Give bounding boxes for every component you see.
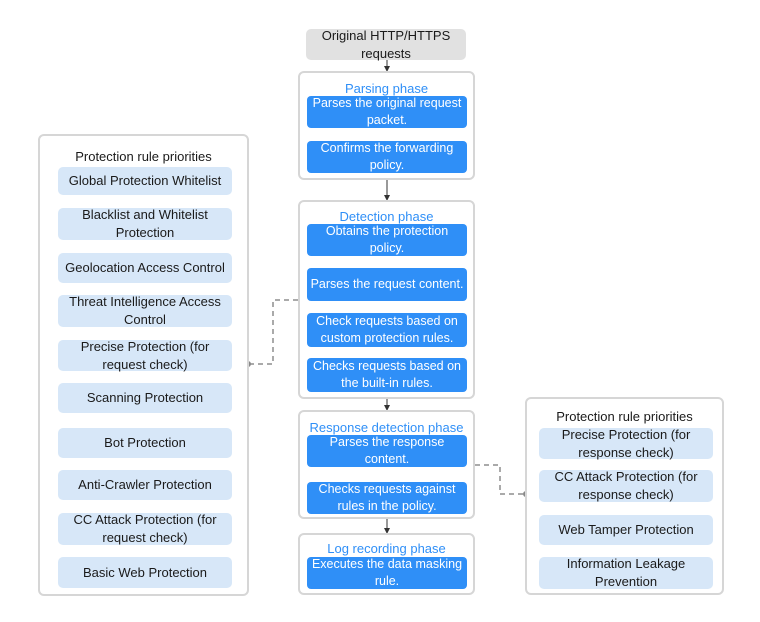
detection-step: Parses the request content. bbox=[307, 268, 467, 301]
log-phase-title: Log recording phase bbox=[327, 541, 446, 556]
parsing-step: Confirms the forwarding policy. bbox=[307, 141, 467, 173]
detection-step: Checks requests based on the built-in ru… bbox=[307, 358, 467, 392]
right-rule-item: Web Tamper Protection bbox=[539, 515, 713, 545]
right-rule-item: CC Attack Protection (for response check… bbox=[539, 469, 713, 502]
left-rule-item: Anti-Crawler Protection bbox=[58, 470, 232, 500]
left-rule-item: Blacklist and Whitelist Protection bbox=[58, 207, 232, 240]
response-phase-title: Response detection phase bbox=[309, 420, 464, 435]
left-rule-item: Precise Protection (for request check) bbox=[58, 339, 232, 372]
left-rule-item: Basic Web Protection bbox=[58, 557, 232, 588]
right-panel-title: Protection rule priorities bbox=[556, 409, 693, 424]
right-rule-item: Precise Protection (for response check) bbox=[539, 427, 713, 460]
response-step: Checks requests against rules in the pol… bbox=[307, 482, 467, 514]
left-panel-title: Protection rule priorities bbox=[75, 149, 212, 164]
left-rule-item: Bot Protection bbox=[58, 428, 232, 458]
left-rule-item: Geolocation Access Control bbox=[58, 253, 232, 283]
left-rule-item: Threat Intelligence Access Control bbox=[58, 294, 232, 327]
parsing-step: Parses the original request packet. bbox=[307, 96, 467, 128]
original-requests-label: Original HTTP/HTTPS requests bbox=[321, 27, 451, 61]
detection-step: Obtains the protection policy. bbox=[307, 224, 467, 256]
left-rule-item: CC Attack Protection (for request check) bbox=[58, 512, 232, 545]
parsing-phase-title: Parsing phase bbox=[344, 81, 429, 96]
left-rule-item: Scanning Protection bbox=[58, 383, 232, 413]
detection-step: Check requests based on custom protectio… bbox=[307, 313, 467, 347]
log-step: Executes the data masking rule. bbox=[307, 557, 467, 589]
right-rule-item: Information Leakage Prevention bbox=[539, 556, 713, 589]
detection-phase-title: Detection phase bbox=[339, 209, 434, 224]
response-step: Parses the response content. bbox=[307, 435, 467, 467]
original-requests-box: Original HTTP/HTTPS requests bbox=[306, 27, 466, 61]
left-rule-item: Global Protection Whitelist bbox=[58, 167, 232, 195]
